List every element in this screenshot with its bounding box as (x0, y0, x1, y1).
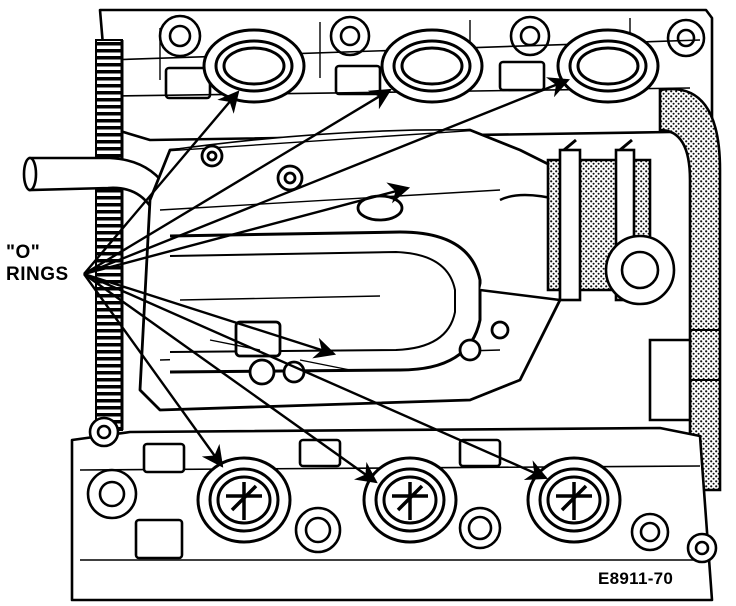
leader-arrow-upper-2 (83, 88, 392, 276)
leader-arrow-lower-2 (83, 273, 378, 484)
leader-arrow-lower-1 (83, 273, 224, 468)
o-rings-callout: "O" RINGS (6, 242, 69, 286)
leader-arrow-upper-3 (83, 77, 571, 276)
upper-ports (202, 28, 660, 104)
right-hoses (546, 87, 722, 492)
leader-arrow-upper-1 (83, 90, 240, 275)
leader-arrow-manifold (83, 182, 411, 276)
figure-code: E8911-70 (598, 569, 674, 588)
leader-arrow-center (83, 272, 337, 359)
leader-arrow-lower-3 (83, 272, 548, 481)
lower-ports (196, 456, 622, 544)
leader-lines (83, 77, 571, 484)
intake-manifold (138, 128, 562, 412)
callout-line-2: RINGS (6, 264, 69, 285)
callout-line-1: "O" (6, 242, 41, 263)
